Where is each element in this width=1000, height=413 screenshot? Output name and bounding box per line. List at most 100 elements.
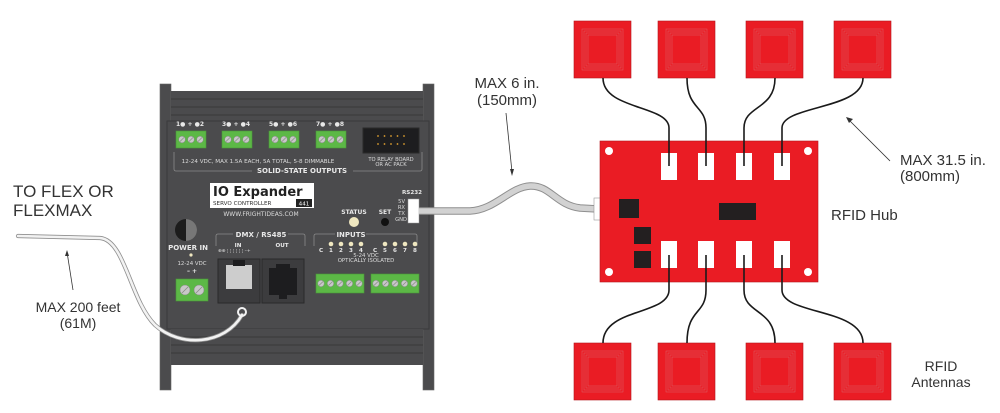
rs232-connector[interactable]: [407, 198, 420, 224]
rfid-antenna-top-4: [833, 20, 892, 79]
relay-pin: [383, 135, 386, 137]
terminal-screw: [242, 135, 250, 144]
max-200-label-2: (61M): [60, 315, 97, 331]
rs232-cable: [419, 183, 599, 214]
inputs-spec-2: OPTICALLY ISOLATED: [338, 258, 395, 264]
to-flex-label-1: TO FLEX OR: [13, 182, 114, 201]
input-channel-label: 7: [403, 248, 407, 254]
input-channel-label: 1: [329, 248, 333, 254]
relay-port-label-2: OR AC PACK: [375, 162, 407, 168]
terminal-screw: [336, 135, 344, 144]
rfid-antenna-top-3: [745, 20, 804, 79]
to-flex-label-2: FLEXMAX: [13, 201, 92, 220]
terminal-screw: [327, 280, 334, 287]
outputs-spec: 12-24 VDC, MAX 1.5A EACH, 5A TOTAL, 5-8 …: [182, 159, 335, 165]
input-channel-label: 8: [413, 248, 417, 254]
antenna-wire: [781, 255, 864, 344]
output-label-3-4: 3● + ●4: [222, 121, 250, 128]
arrow-icon: [510, 169, 514, 176]
power-screw-1: [179, 284, 191, 296]
mount-hole: [804, 147, 812, 155]
input-channel-label: 5: [383, 248, 387, 254]
relay-port-label-1: TO RELAY BOARD: [367, 157, 413, 163]
rfid-antenna-top-2: [657, 20, 716, 79]
power-polarity: – +: [187, 268, 197, 275]
max-6-label-2: (150mm): [477, 92, 537, 109]
relay-pin: [377, 135, 379, 137]
mount-hole: [804, 268, 812, 276]
antenna-wire: [602, 77, 670, 166]
input-led-1: [328, 241, 334, 247]
input-led-3: [348, 241, 354, 247]
terminal-screw: [372, 280, 380, 287]
output-label-1-2: 1● + ●2: [176, 121, 204, 128]
power-in-title: POWER IN: [168, 244, 208, 252]
device-bottom-ridge: [171, 329, 423, 365]
dmx-in-label: IN: [235, 243, 242, 249]
terminal-screw: [391, 280, 399, 287]
hub-antenna-port: [698, 241, 714, 268]
terminal-screw: [233, 135, 241, 144]
power-screw-2: [193, 284, 205, 296]
input-led-8: [412, 241, 418, 247]
antenna-wire: [686, 255, 707, 344]
model-badge: [296, 199, 312, 207]
dmx-in-plug: [226, 265, 252, 289]
io-expander-device: 1● + ●2 3● + ●4 5● + ●6 7● + ●8 TO RELAY…: [159, 83, 435, 391]
hub-chip: [634, 227, 651, 244]
set-button[interactable]: [381, 218, 389, 226]
hub-chip: [634, 251, 651, 268]
hub-antenna-port: [736, 241, 752, 268]
terminal-screw: [317, 280, 325, 287]
model-number: 441: [299, 202, 310, 208]
terminal-screw: [280, 135, 288, 144]
status-led: [349, 217, 359, 227]
svg-text:⊕⊕ ¦ ¦ ¦ ¦ ¦ ¦ –+: ⊕⊕ ¦ ¦ ¦ ¦ ¦ ¦ –+: [218, 248, 251, 254]
relay-board-port[interactable]: [362, 127, 420, 154]
output-label-5-6: 5● + ●6: [269, 121, 297, 128]
input-channel-label: C: [373, 248, 377, 254]
rs232-pin-tx: TX: [397, 211, 405, 217]
set-label: SET: [379, 209, 392, 216]
max-31-label-2: (800mm): [900, 168, 960, 185]
relay-pin: [390, 143, 392, 145]
power-terminal-block[interactable]: [175, 278, 209, 302]
power-voltage: 12-24 VDC: [178, 261, 207, 267]
device-subtitle: SERVO CONTROLLER: [213, 201, 272, 207]
rfid-antenna-bottom-3: [745, 342, 804, 401]
terminal-screw: [336, 280, 344, 287]
relay-pin: [390, 135, 392, 137]
arrow-icon: [846, 117, 853, 123]
arrow-icon: [65, 250, 69, 256]
hub-antenna-port: [774, 241, 790, 268]
terminal-screw: [401, 280, 408, 287]
relay-pin: [396, 135, 399, 137]
input-led-7: [402, 241, 408, 247]
relay-pin: [403, 135, 405, 137]
terminal-screw: [187, 135, 195, 144]
rs232-pin-rx: RX: [398, 205, 406, 211]
terminal-screw: [289, 135, 297, 144]
status-label: STATUS: [341, 209, 366, 216]
input-led-6: [392, 241, 398, 247]
terminal-screw: [271, 135, 279, 144]
hub-chip: [619, 199, 639, 218]
hub-main-ic: [719, 203, 756, 220]
max-6-label-1: MAX 6 in.: [474, 75, 539, 92]
antenna-wire: [743, 255, 776, 344]
outputs-title: SOLID-STATE OUTPUTS: [257, 167, 347, 175]
hub-antenna-port: [661, 241, 677, 268]
terminal-screw: [196, 135, 204, 144]
antenna-wire: [781, 77, 864, 166]
rfid-antenna-bottom-2: [657, 342, 716, 401]
terminal-screw: [382, 280, 389, 287]
max-200-label-1: MAX 200 feet: [36, 299, 121, 315]
antenna-wire: [743, 77, 776, 166]
terminal-screw: [355, 280, 363, 287]
terminal-screw: [410, 280, 418, 287]
power-led: [189, 253, 193, 257]
rfid-antenna-bottom-1: [573, 342, 632, 401]
hub-antenna-port: [736, 153, 752, 180]
hub-antenna-port: [698, 153, 714, 180]
input-led-4: [358, 241, 364, 247]
